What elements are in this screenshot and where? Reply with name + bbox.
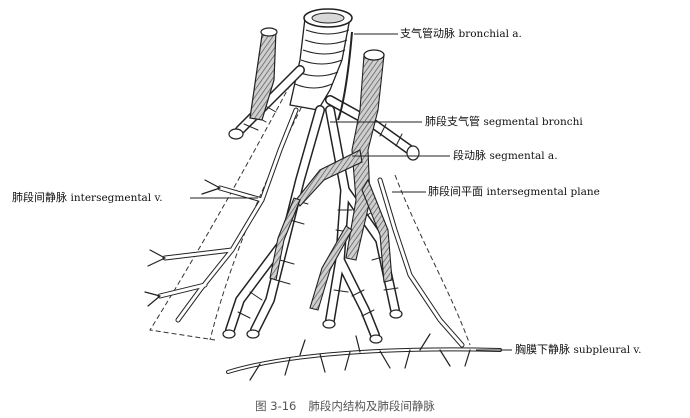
figure-caption-text: 肺段内结构及肺段间静脉 (308, 399, 435, 413)
label-intersegmental-plane-cn: 肺段间平面 (428, 185, 483, 198)
subpleural-veins (226, 333, 502, 381)
segmental-artery (269, 49, 393, 311)
label-bronchial-a: 支气管动脉 bronchial a. (400, 27, 522, 41)
segment-outline (149, 84, 471, 346)
figure-caption: 图 3-16 肺段内结构及肺段间静脉 (0, 398, 690, 414)
label-intersegmental-plane: 肺段间平面 intersegmental plane (428, 185, 600, 199)
label-intersegmental-v-en: intersegmental v. (70, 192, 163, 204)
main-bronchus (289, 8, 353, 111)
label-segmental-a-cn: 段动脉 (453, 149, 486, 162)
label-intersegmental-plane-en: intersegmental plane (486, 186, 600, 198)
label-subpleural-v-cn: 胸膜下静脉 (515, 343, 570, 356)
label-segmental-bronchi-en: segmental bronchi (483, 116, 583, 128)
bronchial-artery (249, 27, 353, 121)
label-intersegmental-v: 肺段间静脉 intersegmental v. (12, 191, 163, 205)
label-bronchial-a-cn: 支气管动脉 (400, 27, 455, 40)
label-bronchial-a-en: bronchial a. (458, 28, 522, 40)
figure-number: 图 3-16 (255, 399, 297, 413)
label-segmental-a-en: segmental a. (489, 150, 558, 162)
intersegmental-veins (144, 107, 465, 348)
label-segmental-a: 段动脉 segmental a. (453, 149, 558, 163)
label-segmental-bronchi: 肺段支气管 segmental bronchi (425, 115, 583, 129)
label-subpleural-v: 胸膜下静脉 subpleural v. (515, 343, 641, 357)
leader-lines (190, 33, 512, 351)
label-intersegmental-v-cn: 肺段间静脉 (12, 191, 67, 204)
label-subpleural-v-en: subpleural v. (573, 344, 642, 356)
label-segmental-bronchi-cn: 肺段支气管 (425, 115, 480, 128)
